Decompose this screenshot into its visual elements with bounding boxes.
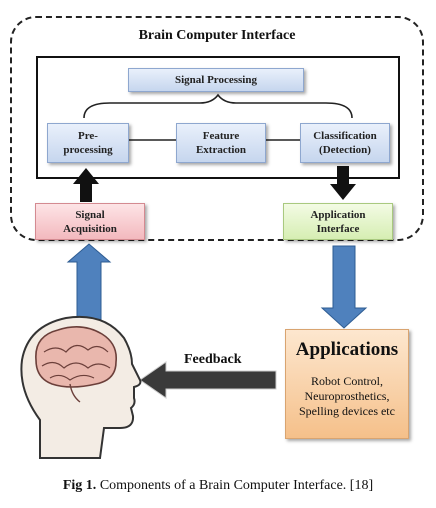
applications-item: Spelling devices etc [299, 404, 395, 418]
preprocessing-line-1: Pre- [78, 130, 98, 142]
bci-title: Brain Computer Interface [138, 28, 296, 43]
figure-caption: Fig 1. Components of a Brain Computer In… [0, 478, 436, 494]
caption-text: Components of a Brain Computer Interface… [96, 478, 374, 493]
signal-processing-label: Signal Processing [174, 74, 257, 86]
application-interface-line-2: Interface [316, 222, 360, 235]
application-interface-box: Application Interface [283, 203, 393, 240]
bci-outer-boundary [10, 16, 424, 241]
arrow-interface-to-applications [320, 245, 368, 329]
feature-extraction-box: Feature Extraction [176, 123, 266, 163]
arrow-classification-to-application [330, 166, 356, 200]
applications-box: Applications Robot Control, Neuroprosthe… [285, 329, 409, 439]
brain-icon [35, 326, 118, 403]
caption-label: Fig 1. [62, 478, 97, 493]
classification-line-2: (Detection) [319, 144, 371, 156]
signal-processing-box: Signal Processing [128, 68, 304, 92]
applications-list: Robot Control, Neuroprosthetics, Spellin… [299, 374, 395, 419]
signal-acquisition-box: Signal Acquisition [35, 203, 145, 240]
preprocessing-box: Pre- processing [47, 123, 129, 163]
feedback-arrow [139, 361, 277, 399]
arrow-acquisition-to-preprocessing [73, 168, 99, 202]
signal-acquisition-label: Signal Acquisition [63, 208, 117, 236]
applications-title: Applications [295, 339, 399, 360]
classification-line-1: Classification [313, 130, 377, 142]
feature-extraction-line-1: Feature [202, 130, 240, 142]
signal-acquisition-line-1: Signal [75, 208, 105, 221]
feedback-label: Feedback [184, 352, 242, 367]
applications-item: Neuroprosthetics, [304, 389, 390, 403]
arrow-brain-to-acquisition [66, 243, 112, 321]
head-icon [20, 315, 142, 459]
application-interface-label: Application Interface [310, 208, 365, 236]
signal-acquisition-line-2: Acquisition [63, 222, 117, 235]
preprocessing-label: Pre- processing [63, 129, 112, 157]
application-interface-line-1: Application [310, 208, 366, 221]
classification-label: Classification (Detection) [313, 129, 377, 157]
preprocessing-line-2: processing [63, 144, 113, 156]
feature-extraction-label: Feature Extraction [196, 129, 246, 157]
classification-box: Classification (Detection) [300, 123, 390, 163]
applications-item: Robot Control, [310, 374, 383, 388]
signal-processing-bracket [83, 93, 353, 119]
feature-extraction-line-2: Extraction [195, 144, 247, 156]
